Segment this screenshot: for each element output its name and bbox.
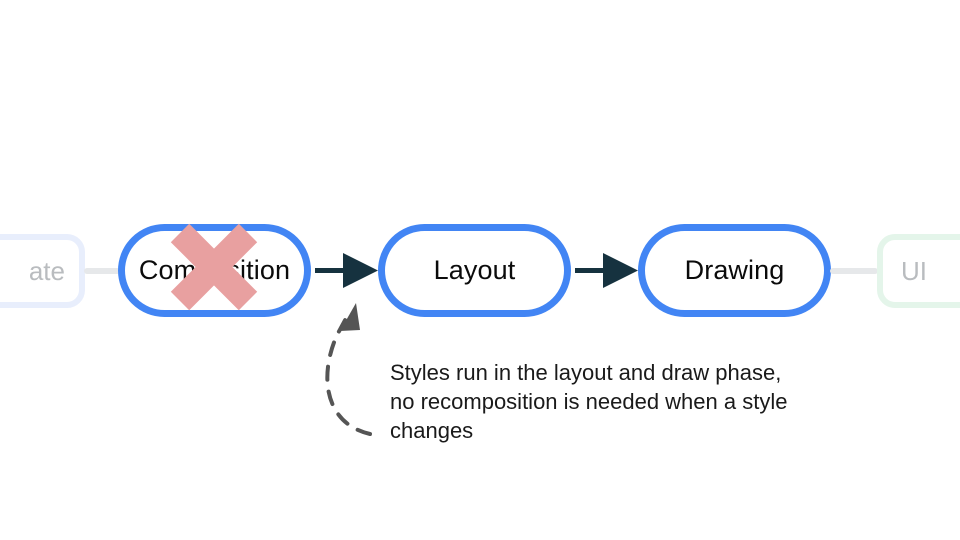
annotation-line-1: Styles run in the layout and draw phase,: [390, 360, 782, 385]
phase-label-composition: Composition: [138, 255, 291, 285]
phase-label-drawing: Drawing: [684, 255, 785, 285]
annotation-line-3: changes: [390, 418, 474, 443]
faded-box-state: ate: [0, 234, 85, 308]
connector-drawing-to-ui: [830, 268, 878, 274]
faded-box-ui-label: UI: [901, 255, 927, 286]
annotation-line-2: no recomposition is needed when a style: [390, 389, 788, 414]
annotation-text: Styles run in the layout and draw phase,…: [390, 358, 860, 445]
connector-state-to-composition: [84, 268, 120, 274]
phase-label-layout: Layout: [433, 255, 516, 285]
phase-box-layout[interactable]: Layout: [378, 224, 571, 317]
dashed-callout-arrow: [325, 303, 372, 436]
faded-box-state-label: ate: [28, 255, 65, 286]
phase-box-composition[interactable]: Composition: [118, 224, 311, 317]
faded-box-ui: UI: [877, 234, 960, 308]
phase-box-drawing[interactable]: Drawing: [638, 224, 831, 317]
